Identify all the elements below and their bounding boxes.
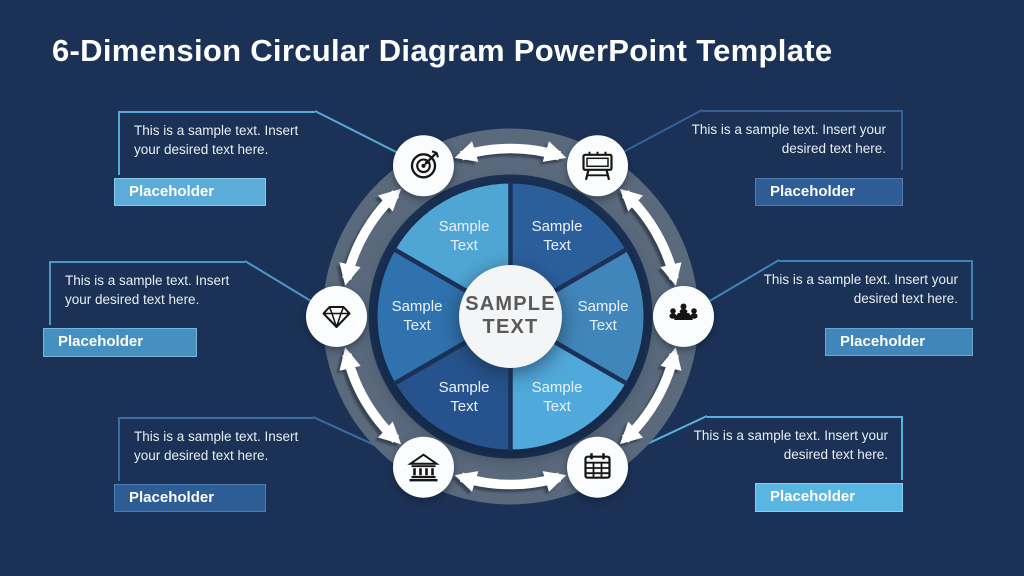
icon-circles (306, 135, 714, 498)
segment-left (377, 250, 511, 383)
segment-label-right: Sample Text (577, 298, 629, 334)
callout-text: This is a sample text. Insert your desir… (693, 428, 888, 462)
placeholder-badge: Placeholder (825, 328, 973, 356)
callout-border (118, 417, 313, 481)
segment-label-top-left: Sample Text (438, 218, 490, 254)
placeholder-badge: Placeholder (755, 178, 903, 206)
segment-label-bottom-left: Sample Text (438, 379, 490, 415)
callout-text: This is a sample text. Insert your desir… (763, 272, 958, 306)
calendar-icon (584, 453, 611, 479)
segment-label-bottom-right: Sample Text (531, 379, 583, 415)
cycle-arrows (339, 141, 682, 492)
callout-border (779, 260, 973, 320)
arrow-bottom (454, 471, 567, 492)
callout-border (707, 416, 903, 480)
center-circle (459, 265, 562, 368)
placeholder-badge: Placeholder (114, 178, 266, 206)
arrow-left-bottomleft (339, 347, 402, 445)
callout-border (49, 261, 245, 325)
callout-text: This is a sample text. Insert your desir… (691, 122, 886, 156)
segment-right (510, 250, 644, 383)
placeholder-badge: Placeholder (43, 328, 197, 357)
slide-title: 6-Dimension Circular Diagram PowerPoint … (52, 33, 833, 68)
diamond-icon (322, 306, 351, 328)
placeholder-badge: Placeholder (755, 483, 903, 512)
callout-border (118, 111, 315, 175)
center-label: SAMPLE TEXT (465, 293, 556, 338)
target-icon (410, 150, 439, 179)
callout-text: This is a sample text. Insert your desir… (134, 123, 299, 157)
segment-label-top-right: Sample Text (531, 218, 583, 254)
billboard-icon (582, 151, 613, 181)
meeting-icon (669, 303, 698, 320)
arrow-right-topright (619, 188, 682, 286)
bank-icon (407, 453, 440, 482)
segment-label-left: Sample Text (391, 298, 443, 334)
callout-text: This is a sample text. Insert your desir… (65, 273, 230, 307)
callout-text: This is a sample text. Insert your desir… (134, 429, 299, 463)
placeholder-badge: Placeholder (114, 484, 266, 512)
arrow-bottomright-right (619, 347, 682, 445)
callout-border (702, 110, 903, 170)
arrow-topleft-left (339, 188, 402, 286)
arrow-top (454, 141, 567, 162)
